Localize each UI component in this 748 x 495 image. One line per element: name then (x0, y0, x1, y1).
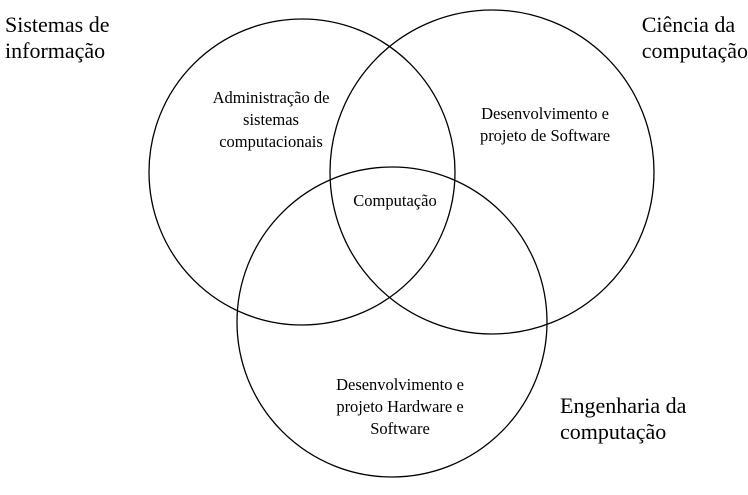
region-label-line: projeto Hardware e (336, 397, 464, 416)
region-label-line: Computação (353, 191, 437, 210)
set-label-line: Ciência da (641, 12, 736, 37)
region-label-line: projeto de Software (479, 126, 611, 145)
region-label-admin: Administração de sistemas computacionais (175, 87, 367, 153)
set-label-line: informação (5, 38, 106, 63)
region-label-line: Administração de (212, 88, 330, 107)
region-label-line: Desenvolvimento e (336, 375, 464, 394)
set-label-line: Sistemas de (5, 12, 110, 37)
set-label-engenharia-computacao: Engenharia da computação (560, 393, 686, 445)
region-label-dev-software: Desenvolvimento e projeto de Software (455, 103, 635, 147)
set-label-sistemas-informacao: Sistemas de informação (5, 12, 110, 64)
region-label-line: Desenvolvimento e (481, 104, 609, 123)
set-label-ciencia-computacao: Ciência da computação (642, 12, 748, 64)
set-label-line: Engenharia da (560, 393, 687, 418)
circle-ciencia-computacao (329, 9, 655, 335)
circle-engenharia-computacao (236, 166, 548, 478)
region-label-line: Software (370, 419, 430, 438)
set-label-line: computação (560, 419, 667, 444)
region-label-line: sistemas (243, 110, 299, 129)
region-label-line: computacionais (219, 132, 323, 151)
region-label-computacao: Computação (335, 190, 455, 212)
set-label-line: computação (641, 38, 748, 63)
region-label-dev-hardware: Desenvolvimento e projeto Hardware e Sof… (305, 374, 495, 440)
circle-sistemas-informacao (148, 18, 456, 326)
